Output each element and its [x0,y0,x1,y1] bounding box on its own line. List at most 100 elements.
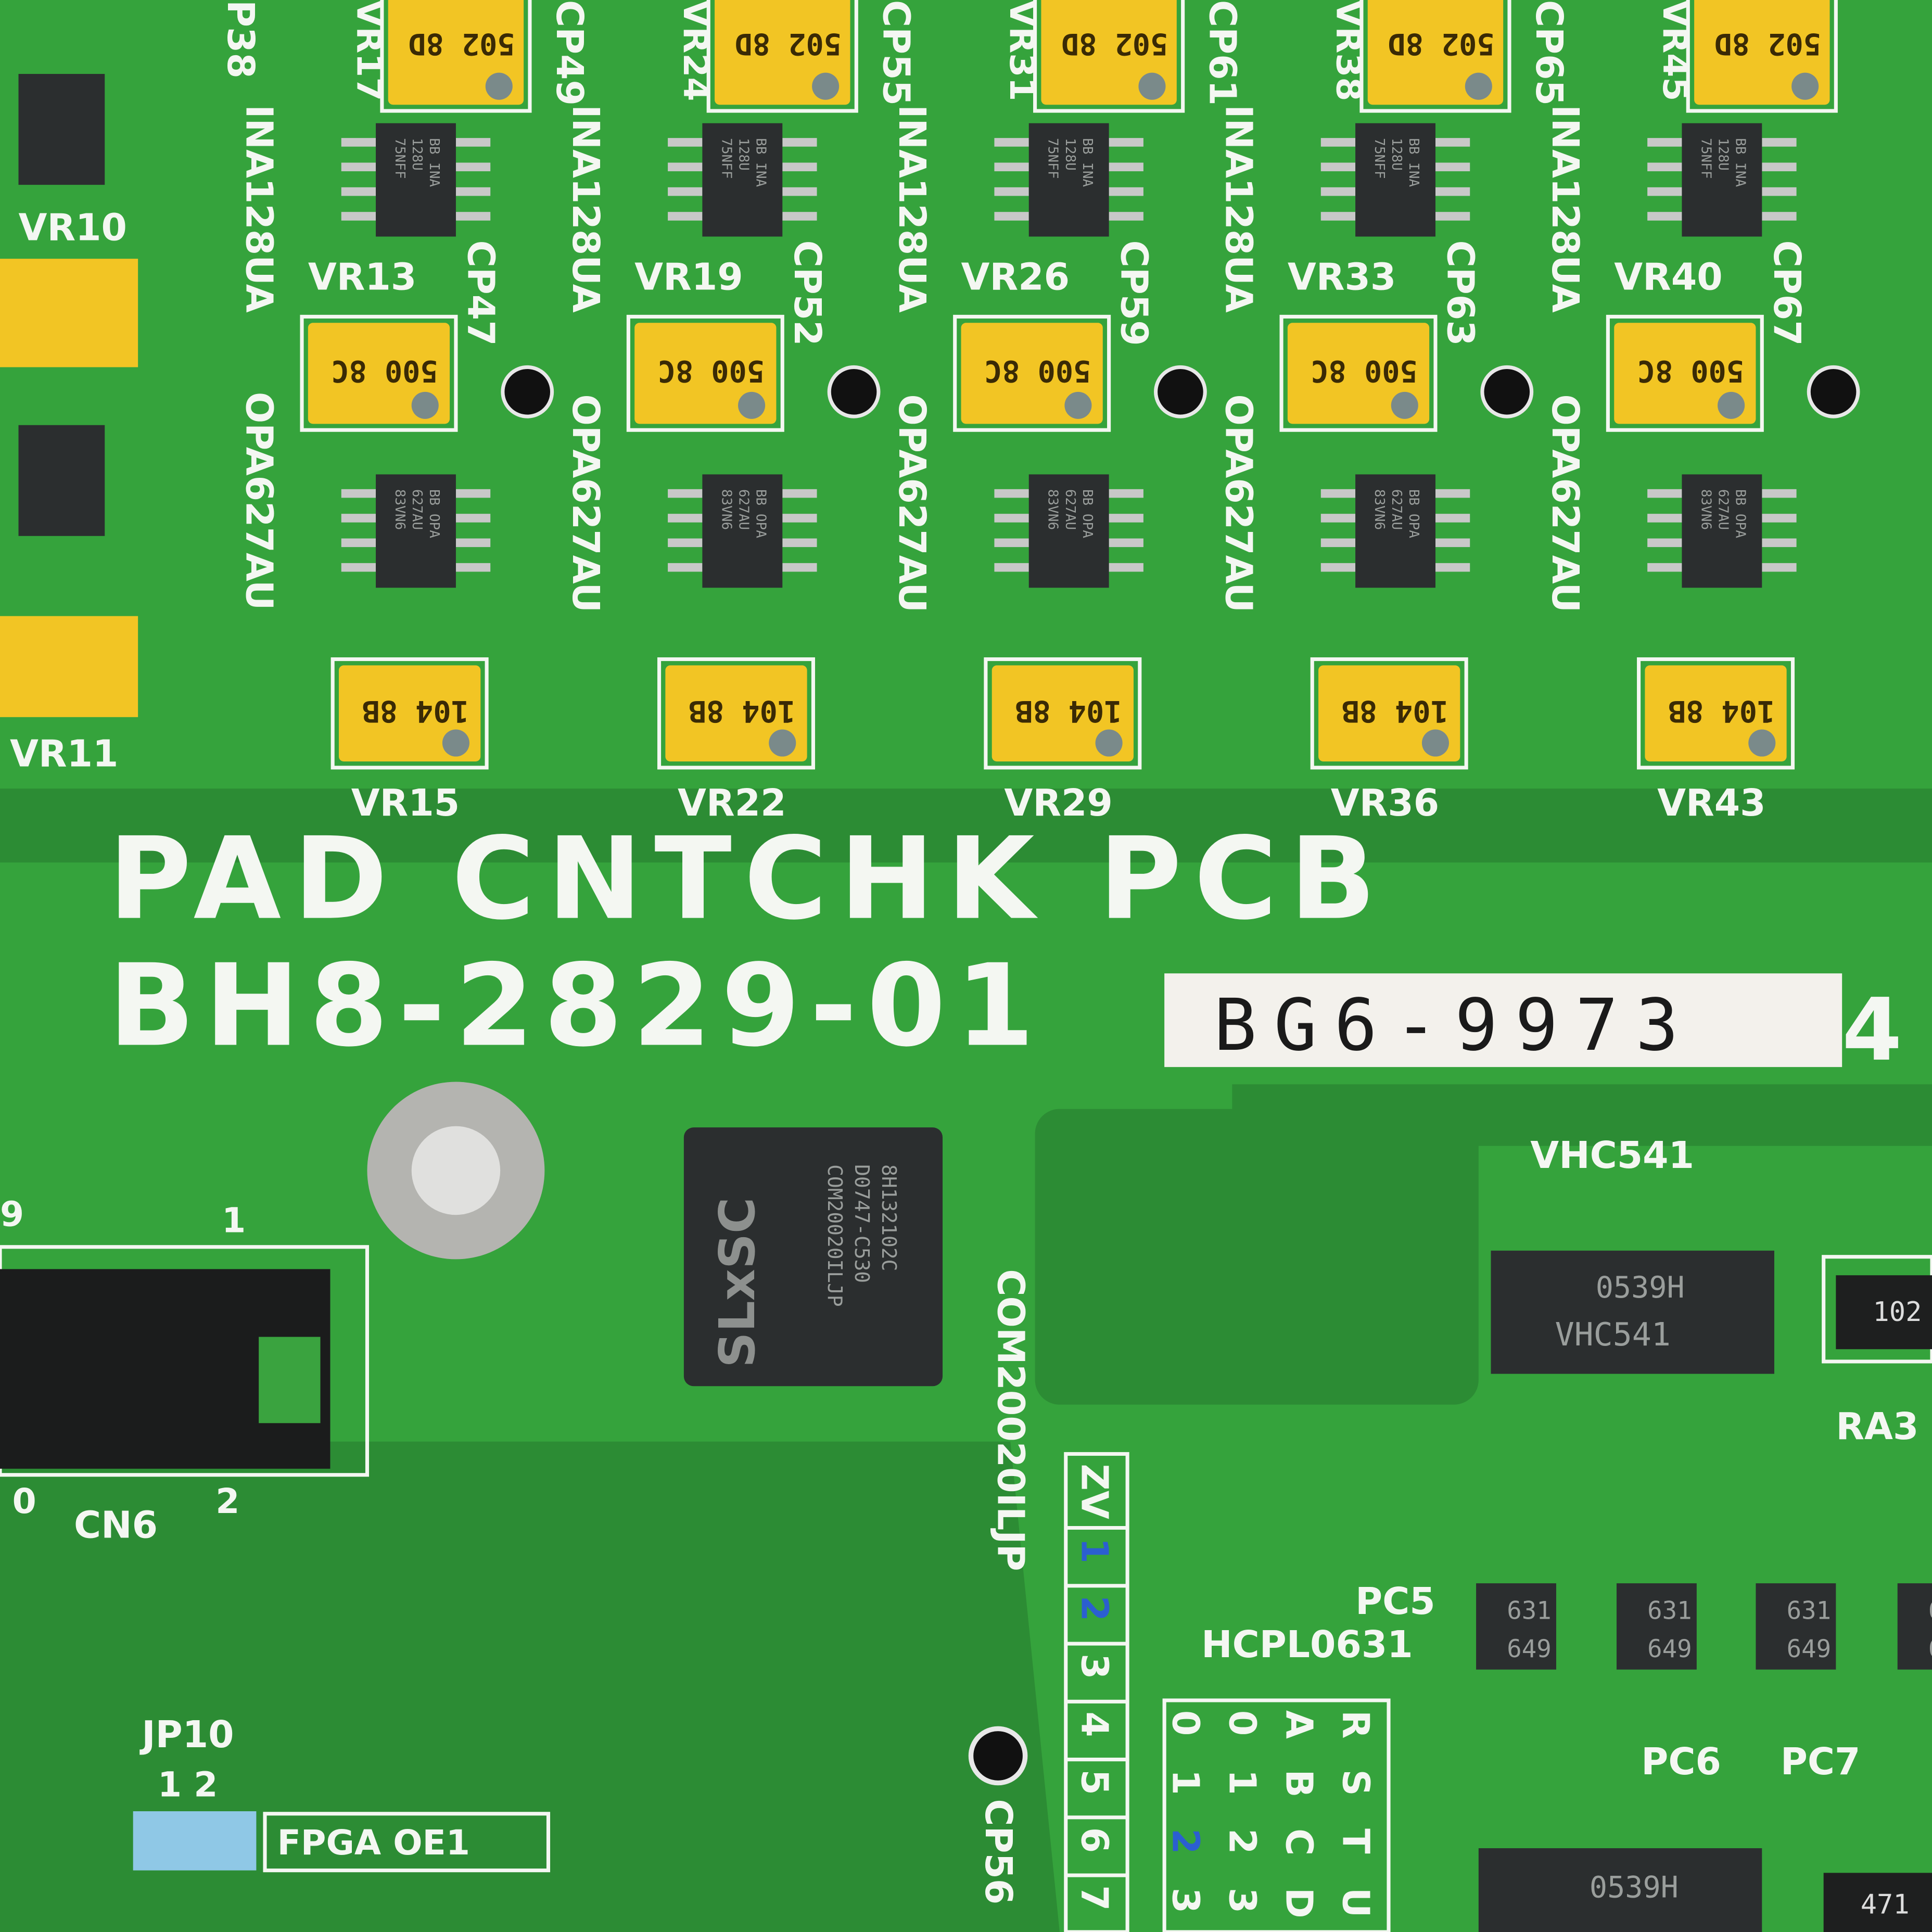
chip-pin [1647,187,1682,196]
trimpot-bottom-marking: 104 8B [1342,694,1448,728]
opto-marking-bottom: 649 [1928,1635,1932,1663]
vertical-opa-label: OPA627AU [564,395,607,613]
trimpot-top-marking: 502 8D [1388,27,1494,61]
chip-pin [1647,489,1682,498]
jumper-jp10[interactable]: JP10 1 2 FPGA OE1 [133,1713,551,1873]
vertical-ina-label: INA128UA [237,105,281,313]
trimpot-mid-marking: 500 8C [1637,354,1744,388]
vr-mid-label: VR33 [1288,255,1396,298]
board-part-number: BH8-2829-01 [108,940,1044,1072]
opa627-chip-marking: 83VN6 [718,489,734,530]
left-partial-column: VR10 VR11 P38 INA128UA OPA627AU [0,0,281,775]
ina128-chip-marking: 128U [1715,138,1731,171]
chip-pin [1320,563,1356,572]
trim-screw-icon [1421,729,1449,757]
trim-screw-icon [812,72,840,100]
trim-screw-icon [442,729,469,757]
opa627-chip-marking: 627AU [1062,489,1078,530]
hcpl0631-chip [1616,1583,1697,1670]
chip-pin [341,212,376,221]
ina128-chip-marking: 128U [409,138,425,171]
vr-top-label: VR45 [1655,0,1696,101]
ra3-label: RA3 [1836,1405,1918,1448]
chip-pin [782,138,817,147]
test-point [1154,365,1207,418]
vr-mid-label: VR19 [634,255,743,298]
chip-pin [1109,138,1143,147]
trimpot-mid-outline [1606,314,1764,432]
chip-pin [994,538,1029,548]
vertical-cp-label: CP65 [1528,0,1571,106]
trim-screw-icon [738,391,766,419]
code-grid-cell: 0 [1164,1710,1208,1736]
trimpot-mid-outline [953,314,1111,432]
chip-pin [994,138,1029,147]
opa627-chip-marking: BB OPA [1733,489,1748,538]
trimpot-bottom-outline [1637,657,1795,770]
chip-pin [668,162,703,172]
trimpot-top-marking: 502 8D [735,27,842,61]
chip-pin [668,187,703,196]
test-point [1807,365,1860,418]
zv-cell: 5 [1073,1770,1116,1795]
resistor-array-ra3: 102 RA3 471 [1822,1255,1932,1932]
chip-pin [782,187,817,196]
chip-pin [341,538,376,548]
zv-cell: 6 [1073,1827,1116,1853]
opa627-chip-marking: 83VN6 [1698,489,1713,530]
trim-screw-icon [1748,729,1776,757]
trim-screw-icon [769,729,796,757]
ina128-chip [1682,123,1762,237]
vr-bottom-label: VR29 [1004,781,1112,824]
pc5-label: PC5 [1355,1580,1435,1623]
trim-screw-icon [1465,72,1492,100]
chip-pin [1109,538,1143,548]
vr-bottom-label: VR43 [1657,781,1765,824]
opa627-chip [1355,474,1435,588]
trim-screw-icon [1138,72,1166,100]
chip-pin [1762,162,1797,172]
connector-cn6: 9 1 0 2 CN6 [0,1194,370,1546]
trimpot-top-outline [1359,0,1511,113]
opa627-chip-marking: 627AU [735,489,751,530]
chip-pin [1647,563,1682,572]
chip-pin [341,514,376,523]
chip-pin [668,212,703,221]
cn6-pin-1: 1 [222,1200,246,1240]
opa627-chip-marking: BB OPA [753,489,769,538]
opa627-chip [702,474,783,588]
chip-pin [455,563,491,572]
code-grid-cell: A [1278,1710,1321,1739]
chip-pin [1320,514,1356,523]
hcpl0631-label: HCPL0631 [1201,1623,1413,1666]
ina128-chip-marking: 128U [1389,138,1404,171]
cp-label: CP52 [786,240,829,346]
vertical-cp-label: CP61 [1201,0,1244,106]
cn6-pin-9: 9 [0,1194,24,1235]
vr-mid-label: VR40 [1614,255,1722,298]
chip-pin [1762,563,1797,572]
cn6-label: CN6 [74,1503,158,1546]
zv-cell: 3 [1073,1654,1116,1679]
jp10-label: JP10 [139,1713,234,1756]
opa627-chip-marking: BB OPA [426,489,442,538]
chip-pin [994,489,1029,498]
test-point [827,365,881,418]
ra-lower-marking: 471 [1861,1889,1910,1920]
ina128-chip-marking: BB INA [426,138,442,187]
cp-label: CP63 [1439,240,1482,346]
chip-pin [782,538,817,548]
chip-pin [341,489,376,498]
chip-pin [994,187,1029,196]
code-grid-cell: D [1278,1888,1321,1918]
test-point-cp56 [968,1726,1028,1786]
ina128-chip-marking: BB INA [753,138,769,187]
trimpot-mid-outline [1279,314,1438,432]
opa627-chip [1028,474,1109,588]
trim-screw-icon [1064,391,1092,419]
